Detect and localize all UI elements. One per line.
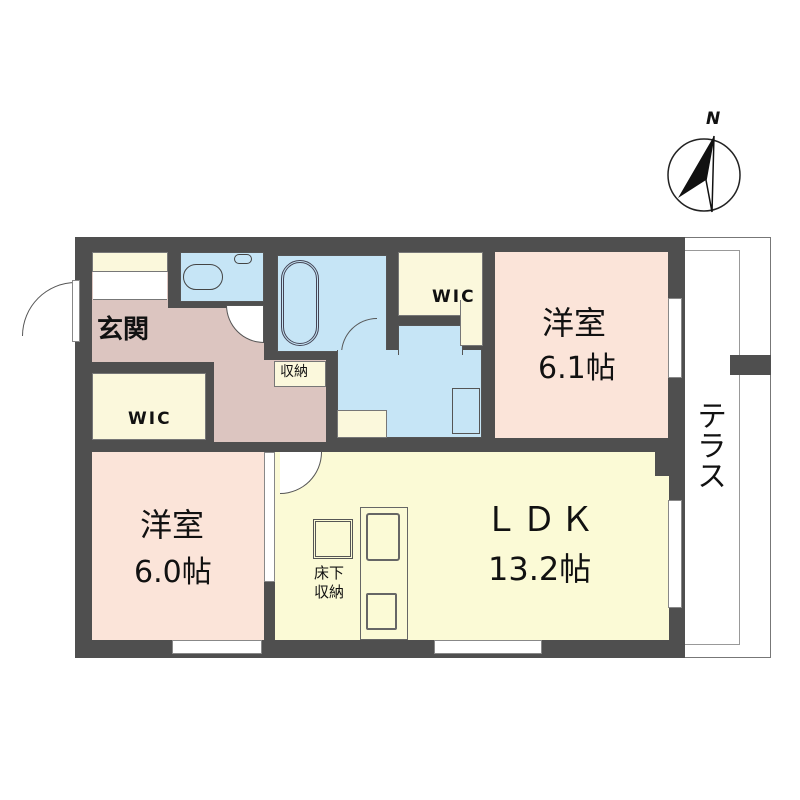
terrace — [684, 237, 771, 658]
wic-left — [92, 373, 206, 440]
underfloor-storage-label-1: 床下 — [314, 564, 345, 582]
bedroom-2-size: 6.0帖 — [134, 555, 212, 590]
linen-closet — [337, 410, 387, 438]
toilet-door[interactable] — [226, 305, 264, 343]
wic-top-ext — [460, 300, 483, 346]
bedroom-1-size: 6.1帖 — [538, 351, 616, 386]
ldk — [275, 452, 669, 640]
bathtub-icon — [281, 260, 319, 346]
toilet-icon — [183, 264, 223, 290]
bedroom-2-window[interactable] — [172, 640, 262, 654]
kitchen-counter — [360, 507, 408, 640]
ldk-column — [655, 452, 669, 476]
compass: N — [662, 108, 752, 218]
stove-icon — [366, 593, 397, 630]
underfloor-storage-label-2: 収納 — [314, 583, 345, 601]
wic-left-label: WIC — [128, 409, 172, 429]
sink-icon — [234, 254, 252, 264]
entry-door-frame — [72, 280, 80, 342]
bedroom-2-name: 洋室 — [140, 506, 205, 544]
entry-door[interactable] — [22, 282, 76, 336]
bedroom-2 — [92, 452, 264, 640]
kitchen-sink-icon — [366, 513, 400, 561]
bedroom-1-name: 洋室 — [542, 304, 607, 342]
terrace-inner — [684, 250, 740, 645]
terrace-post — [730, 355, 771, 375]
storage-label: 収納 — [280, 364, 308, 380]
shoe-closet — [92, 252, 168, 272]
ldk-size: 13.2帖 — [488, 550, 592, 588]
north-arrow-icon — [667, 135, 741, 213]
underfloor-storage-hatch — [313, 519, 353, 559]
ldk-window-right[interactable] — [668, 500, 682, 608]
bedroom-2-door-frame — [264, 452, 275, 582]
bedroom-1 — [495, 252, 668, 438]
entrance-label: 玄関 — [97, 315, 150, 345]
ldk-window-bottom[interactable] — [434, 640, 542, 654]
ldk-name: ＬＤＫ — [484, 500, 598, 540]
closet-doors — [93, 272, 167, 300]
washroom-upper — [398, 325, 463, 355]
washbasin-icon — [452, 388, 480, 434]
compass-label: N — [706, 109, 721, 129]
storage — [274, 361, 326, 387]
wic-top-label: WIC — [432, 287, 476, 307]
terrace-label: テラス — [691, 400, 726, 490]
bedroom-1-window[interactable] — [668, 298, 682, 378]
